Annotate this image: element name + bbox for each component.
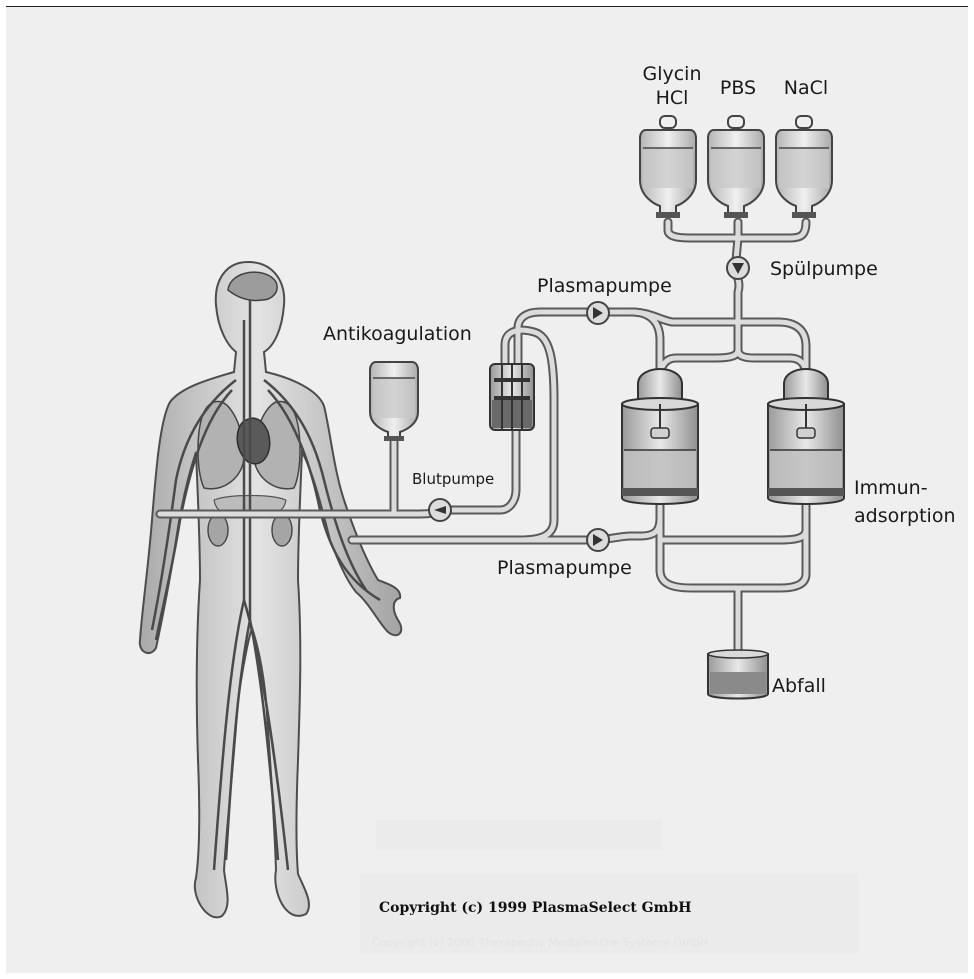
waste-left [660, 506, 738, 588]
plasma-separator [490, 364, 534, 430]
label-abfall: Abfall [772, 675, 826, 697]
right-column-out [660, 506, 806, 540]
left-kidney [208, 514, 228, 546]
label-adsorption: adsorption [854, 505, 956, 527]
waste-right [738, 506, 806, 588]
copyright-faint-text: Copyright (c) 2000 Therapeutic Medizinis… [372, 936, 708, 949]
copyright-area: Copyright (c) 1999 PlasmaSelect GmbH Cop… [360, 820, 858, 954]
label-plasmapumpe-top: Plasmapumpe [537, 275, 672, 297]
label-immun: Immun- [854, 477, 928, 499]
body-silhouette [140, 262, 401, 917]
adsorption-column-left [622, 369, 698, 504]
adsorption-columns [622, 369, 844, 504]
copyright-text: Copyright (c) 1999 PlasmaSelect GmbH [379, 900, 691, 916]
waste-container [708, 650, 768, 699]
anticoagulation-bag [370, 362, 418, 441]
label-plasmapumpe-bottom: Plasmapumpe [497, 557, 632, 579]
label-hcl: HCl [656, 87, 689, 109]
adsorption-column-right [768, 369, 844, 504]
label-antikoagulation: Antikoagulation [323, 323, 472, 345]
label-pbs: PBS [720, 77, 756, 99]
pbs-bag [708, 116, 764, 218]
label-glycin: Glycin [642, 63, 701, 85]
rinse-pump-icon [727, 257, 749, 279]
rinse-down [735, 222, 806, 376]
plasma-pump-top-icon [587, 302, 609, 324]
label-blutpumpe: Blutpumpe [412, 470, 494, 488]
nacl-bag [776, 116, 832, 218]
right-kidney [272, 514, 292, 546]
label-nacl: NaCl [784, 77, 828, 99]
glycin-hcl-bag [640, 116, 696, 218]
human-figure [140, 262, 401, 917]
plasma-pump-bottom-icon [587, 529, 609, 551]
label-spuelpumpe: Spülpumpe [770, 258, 878, 280]
blood-pump-icon [429, 499, 451, 521]
